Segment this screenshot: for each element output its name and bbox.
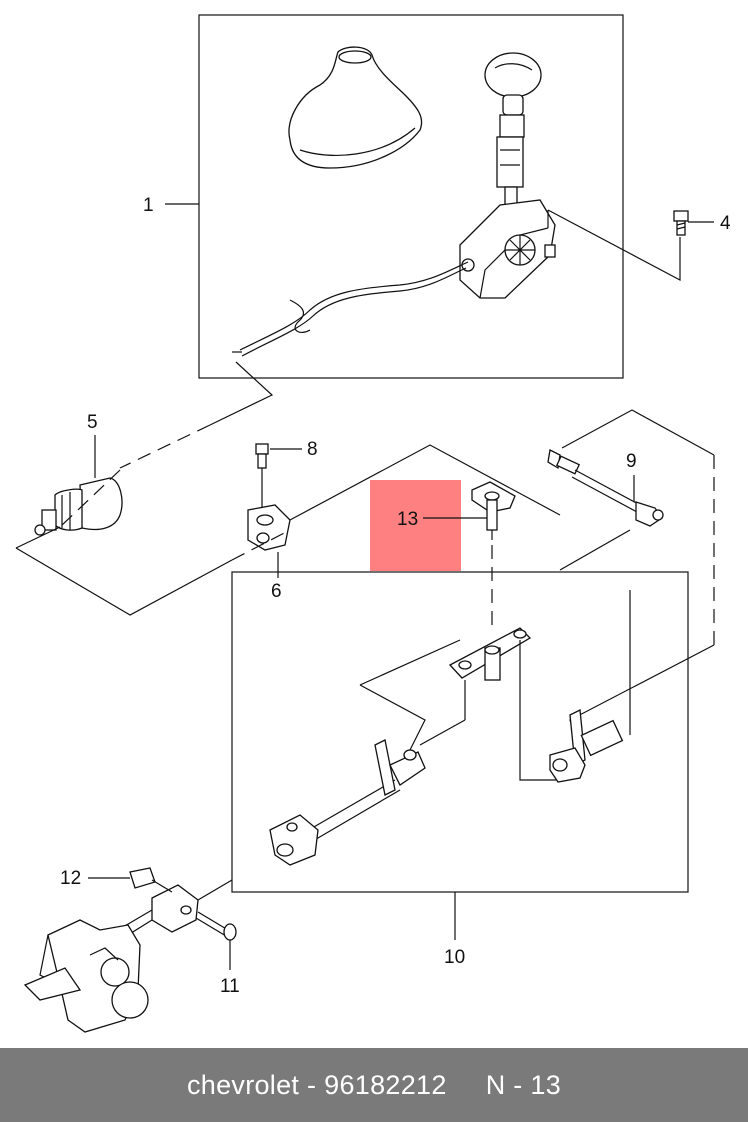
footer-part-number: 96182212	[324, 1069, 447, 1100]
callout-11: 11	[220, 976, 240, 997]
joint-lower	[117, 879, 233, 941]
bracket-6	[247, 504, 291, 551]
highlight-13	[370, 480, 461, 571]
shift-base	[459, 199, 556, 299]
callout-10: 10	[444, 947, 465, 968]
footer-brand: chevrolet	[186, 1069, 300, 1100]
footer-bar: chevrolet - 96182212 N - 13	[0, 1048, 748, 1122]
callout-12: 12	[60, 868, 81, 889]
assembly-box-1	[198, 14, 624, 379]
callout-4: 4	[720, 213, 731, 234]
clip-13	[471, 481, 516, 540]
bolt-8	[255, 443, 269, 508]
shift-rod	[269, 739, 426, 866]
footer-separator: -	[299, 1069, 325, 1100]
callout-9: 9	[626, 451, 637, 472]
shift-lever	[484, 52, 542, 208]
bolt-4	[673, 210, 689, 236]
clip-12	[129, 867, 156, 889]
bolt-11	[195, 911, 237, 941]
shift-plate	[448, 627, 532, 681]
shift-boot	[288, 46, 423, 169]
shift-cable	[232, 261, 469, 357]
footer-ref: N - 13	[485, 1069, 562, 1100]
shift-fork-right	[549, 708, 624, 783]
callout-1: 1	[143, 195, 154, 216]
assembly-box-10	[231, 571, 689, 893]
parts-diagram: 1 4 5 6 8	[15, 14, 731, 1033]
cable-end-5	[34, 477, 123, 536]
rod-9	[547, 449, 664, 527]
callout-13: 13	[397, 509, 418, 530]
callout-5: 5	[87, 412, 98, 433]
callout-8: 8	[307, 439, 318, 460]
callout-6: 6	[271, 581, 282, 602]
transmission-housing	[23, 919, 149, 1033]
